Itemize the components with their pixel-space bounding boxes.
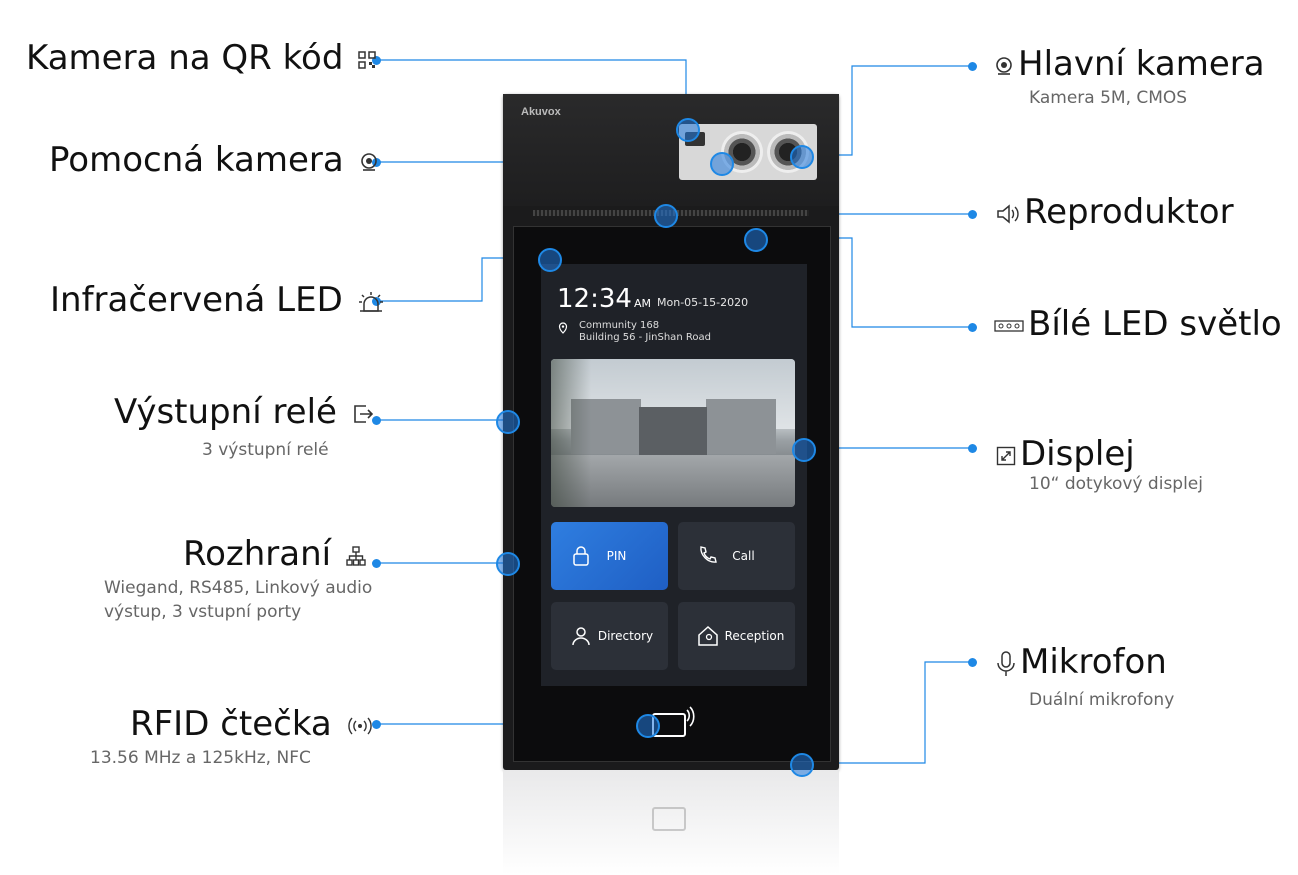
dot-main-camera — [968, 62, 977, 71]
marker-rfid — [636, 714, 660, 738]
microphone-icon — [997, 650, 1015, 676]
callout-main-camera: Hlavní kamera — [990, 44, 1265, 84]
callout-qr-camera: Kamera na QR kód — [26, 38, 380, 78]
callout-ir-led: Infračervená LED — [50, 280, 388, 320]
marker-qr-camera — [676, 118, 700, 142]
marker-ir-led — [538, 248, 562, 272]
dot-interface — [372, 559, 381, 568]
rfid-reflection-icon — [652, 807, 686, 831]
dot-aux-camera — [372, 158, 381, 167]
subtitle-rfid: 13.56 MHz a 125kHz, NFC — [90, 748, 311, 768]
rfid-waves-icon — [347, 717, 372, 734]
subtitle-interface-1: Wiegand, RS485, Linkový audio — [104, 578, 373, 598]
reception-label: Reception — [724, 629, 785, 643]
callout-rfid: RFID čtečka — [130, 704, 377, 744]
webcam-icon — [360, 152, 377, 171]
callout-white-led: Bílé LED světlo — [990, 304, 1282, 344]
subtitle-display: 10“ dotykový displej — [1029, 474, 1203, 494]
callout-microphone: Mikrofon — [992, 642, 1167, 682]
callout-display: Displej — [992, 434, 1135, 474]
dot-display — [968, 444, 977, 453]
directory-button[interactable]: Directory — [551, 602, 668, 670]
marker-microphone — [790, 753, 814, 777]
marker-main-camera — [790, 145, 814, 169]
webcam-icon — [996, 56, 1012, 75]
marker-display — [792, 438, 816, 462]
dot-speaker — [968, 210, 977, 219]
lock-icon — [573, 546, 589, 566]
callout-output-relay: Výstupní relé — [114, 392, 378, 432]
exit-arrow-icon — [353, 404, 373, 423]
dot-qr-camera — [372, 56, 381, 65]
qr-code-icon — [358, 50, 377, 69]
dot-output-relay — [372, 416, 381, 425]
clock-date: Mon-05-15-2020 — [657, 296, 749, 309]
dot-rfid — [372, 720, 381, 729]
callout-interface: Rozhraní — [183, 534, 370, 574]
location-pin-icon — [558, 322, 568, 334]
marker-aux-camera — [710, 152, 734, 176]
building-photo — [551, 359, 795, 507]
marker-output-relay — [496, 410, 520, 434]
siren-light-icon — [358, 291, 383, 312]
person-icon — [572, 627, 590, 646]
device-head: Akuvox — [503, 94, 839, 206]
phone-icon — [700, 546, 717, 563]
brand-logo: Akuvox — [521, 106, 561, 118]
address: Community 168 Building 56 - JinShan Road — [579, 320, 711, 343]
expand-icon — [996, 446, 1016, 465]
device-reflection — [503, 770, 839, 875]
reception-button[interactable]: Reception — [678, 602, 795, 670]
marker-speaker — [654, 204, 678, 228]
subtitle-interface-2: výstup, 3 vstupní porty — [104, 602, 302, 622]
house-person-icon — [698, 625, 718, 646]
pin-label: PIN — [606, 549, 627, 563]
dot-white-led — [968, 323, 977, 332]
marker-interface — [496, 552, 520, 576]
subtitle-microphone: Duální mikrofony — [1029, 690, 1175, 710]
call-label: Call — [732, 549, 755, 563]
pin-button[interactable]: PIN — [551, 522, 668, 590]
subtitle-output-relay: 3 výstupní relé — [202, 440, 329, 460]
call-button[interactable]: Call — [678, 522, 795, 590]
speaker-icon — [997, 203, 1019, 224]
dot-ir-led — [372, 297, 381, 306]
dot-microphone — [968, 658, 977, 667]
callout-speaker: Reproduktor — [992, 192, 1234, 232]
callout-aux-camera: Pomocná kamera — [49, 140, 383, 180]
directory-label: Directory — [597, 629, 654, 643]
marker-white-led — [744, 228, 768, 252]
led-strip-icon — [994, 319, 1024, 332]
network-tree-icon — [346, 545, 366, 566]
subtitle-main-camera: Kamera 5M, CMOS — [1029, 88, 1188, 108]
